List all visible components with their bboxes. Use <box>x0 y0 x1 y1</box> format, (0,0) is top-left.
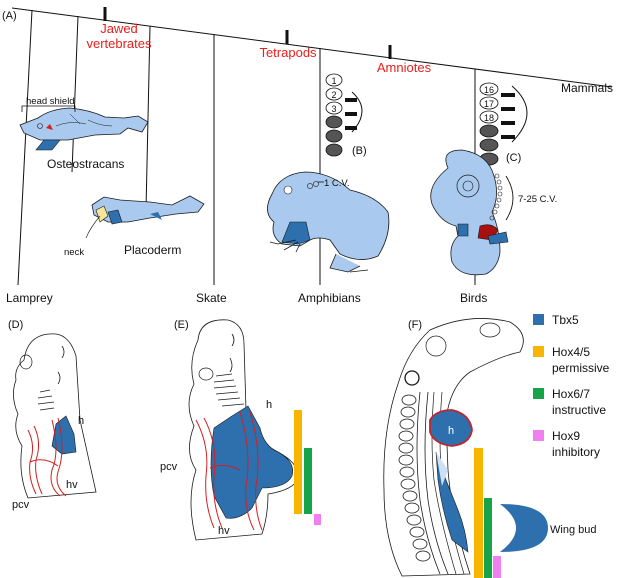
vertebrae-column-c <box>479 82 528 166</box>
panel-label-f: (F) <box>408 319 422 331</box>
embryo-f <box>383 318 524 577</box>
legend-sublabel-hox67: instructive <box>552 403 606 417</box>
legend-label-hox67: Hox6/7 <box>552 387 590 401</box>
label-pcv-e: pcv <box>160 461 178 473</box>
legend-label-hox9: Hox9 <box>552 429 580 443</box>
bar-e-hox9 <box>314 514 321 525</box>
vertebra-c-18: 18 <box>484 113 494 123</box>
label-bird-cv: 7-25 C.V. <box>518 194 557 205</box>
vertebra-b-2: 2 <box>331 90 336 100</box>
wing-bud-shape <box>500 504 548 552</box>
vertebra-b-1: 1 <box>331 76 336 86</box>
bar-e-hox67 <box>304 448 312 514</box>
node-label-mammals: Mammals <box>561 81 613 95</box>
label-h-f: h <box>448 425 454 437</box>
label-hv-e: hv <box>218 525 230 537</box>
node-label-jawed-1: Jawed <box>100 21 138 36</box>
legend-swatch-hox67 <box>533 388 544 399</box>
legend: Tbx5 Hox4/5 permissive Hox6/7 instructiv… <box>533 313 610 459</box>
label-pcv-d: pcv <box>12 499 30 511</box>
embryo-d <box>13 333 97 499</box>
label-h-d: h <box>78 415 84 427</box>
branch-lamprey <box>17 9 33 286</box>
legend-swatch-hox45 <box>533 346 544 357</box>
node-tick-jawed <box>103 7 107 21</box>
bar-e-hox45 <box>294 410 302 514</box>
vertebra-b-3: 3 <box>331 104 336 114</box>
vertebra-c-17: 17 <box>484 99 494 109</box>
placoderm-illustration <box>85 195 205 239</box>
taxon-birds: Birds <box>460 291 487 305</box>
bar-f-hox9 <box>493 556 501 578</box>
legend-swatch-tbx5 <box>533 314 544 325</box>
panel-label-b: (B) <box>352 145 367 157</box>
branch-osteostracans <box>71 15 79 173</box>
node-tick-tetrapods <box>285 30 289 44</box>
osteostracan-illustration <box>19 105 149 151</box>
label-hv-d: hv <box>66 479 78 491</box>
taxon-osteostracans: Osteostracans <box>47 157 124 171</box>
label-neck: neck <box>64 247 84 258</box>
vertebrae-column-b <box>325 73 363 157</box>
taxon-skate: Skate <box>196 291 227 305</box>
legend-label-tbx5: Tbx5 <box>552 313 579 327</box>
bird-embryo-illustration <box>430 149 514 276</box>
label-head-shield: head shield <box>26 96 75 107</box>
node-label-tetrapods: Tetrapods <box>259 45 317 60</box>
panel-label-a: (A) <box>2 10 17 22</box>
panel-label-d: (D) <box>8 319 23 331</box>
taxon-placoderm: Placoderm <box>124 243 181 257</box>
node-label-jawed-2: vertebrates <box>86 36 152 51</box>
panel-label-e: (E) <box>174 319 189 331</box>
node-tick-amniotes <box>388 45 392 59</box>
embryo-e <box>188 319 299 541</box>
label-h-e: h <box>266 399 272 411</box>
node-label-amniotes: Amniotes <box>377 60 432 75</box>
taxon-lamprey: Lamprey <box>6 291 53 305</box>
taxon-amphibians: Amphibians <box>298 291 361 305</box>
panel-label-c: (C) <box>506 152 521 164</box>
bar-f-hox45 <box>474 448 483 578</box>
frog-illustration <box>267 171 390 273</box>
vertebra-c-16: 16 <box>484 85 494 95</box>
legend-label-hox45: Hox4/5 <box>552 345 590 359</box>
branch-placoderm <box>145 25 151 211</box>
label-amphibian-cv: 1 C.V. <box>324 178 350 189</box>
legend-sublabel-hox9: inhibitory <box>552 445 600 459</box>
legend-swatch-hox9 <box>533 430 544 441</box>
bar-f-hox67 <box>484 498 492 578</box>
tree-trunk <box>11 7 613 88</box>
label-wing-bud: Wing bud <box>550 524 596 536</box>
legend-sublabel-hox45: permissive <box>552 361 610 375</box>
